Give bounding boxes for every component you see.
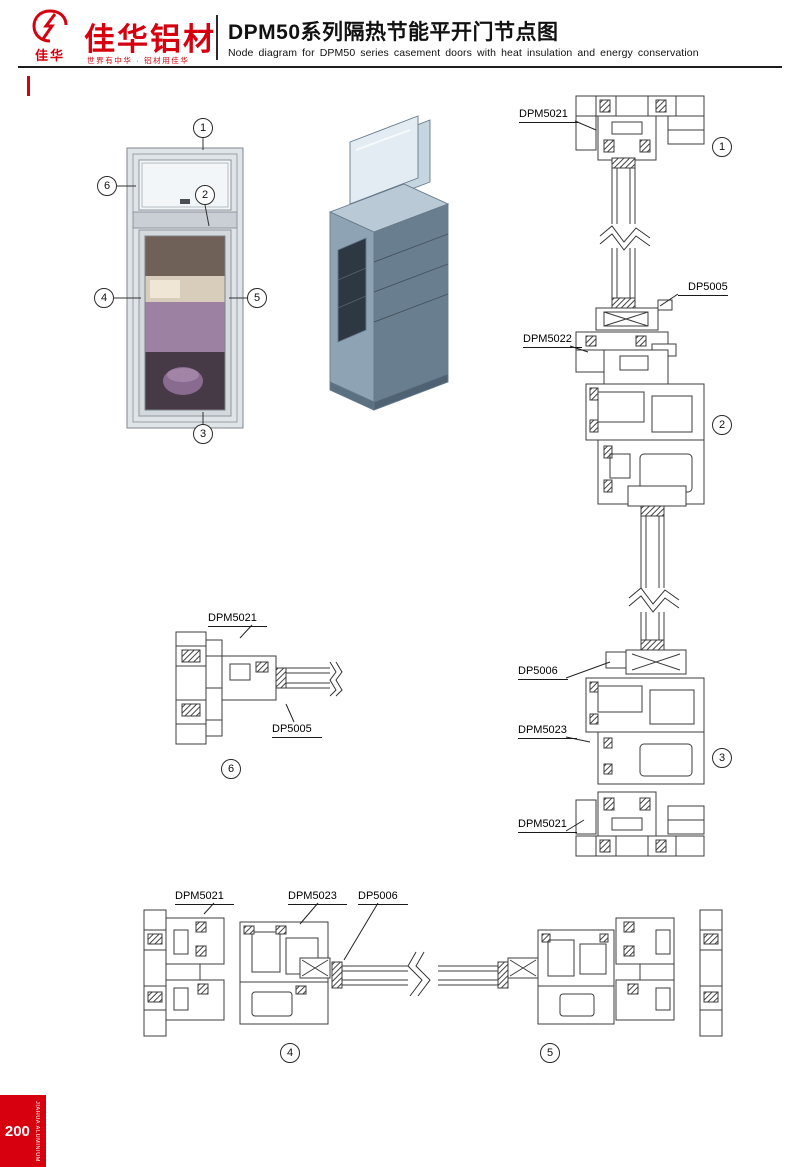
elevation-callout-4: 4 — [94, 288, 114, 308]
header-rule — [18, 66, 782, 68]
header-divider — [216, 15, 218, 60]
hsection-label-dpm5021: DPM5021 — [175, 890, 234, 905]
vsection-label-dpm5021-bottom: DPM5021 — [518, 818, 577, 833]
page-title: DPM50系列隔热节能平开门节点图 — [228, 21, 559, 44]
brand-slogan: 世界有中华 · 铝材用佳华 — [87, 56, 190, 65]
hsection-callout-4: 4 — [280, 1043, 300, 1063]
brand-logo: 佳华 — [18, 8, 82, 68]
elevation-drawing — [114, 138, 247, 429]
logo-emblem-icon — [32, 9, 68, 43]
detail-six-label-dp5005: DP5005 — [272, 723, 322, 738]
red-accent-tick — [27, 76, 30, 96]
elevation-callout-2: 2 — [195, 185, 215, 205]
footer-bar: 200 JIAHUA ALUMINIUM — [0, 1095, 46, 1167]
hsection-callout-5: 5 — [540, 1043, 560, 1063]
horizontal-section-drawing — [143, 902, 723, 1037]
vsection-callout-2: 2 — [712, 415, 732, 435]
elevation-callout-3: 3 — [193, 424, 213, 444]
footer-brand: JIAHUA ALUMINIUM — [34, 1100, 41, 1162]
page-subtitle: Node diagram for DPM50 series casement d… — [228, 47, 699, 59]
vsection-callout-1: 1 — [712, 137, 732, 157]
vsection-label-dpm5023: DPM5023 — [518, 724, 577, 739]
hsection-label-dp5006: DP5006 — [358, 890, 408, 905]
page-number: 200 — [4, 1122, 30, 1140]
vsection-label-dp5006: DP5006 — [518, 665, 568, 680]
vertical-section-drawing — [565, 95, 705, 857]
vsection-label-dpm5021-top: DPM5021 — [519, 108, 578, 123]
elevation-callout-5: 5 — [247, 288, 267, 308]
logo-text: 佳华 — [34, 48, 65, 63]
vsection-label-dpm5022: DPM5022 — [523, 333, 582, 348]
vsection-callout-3: 3 — [712, 748, 732, 768]
render-3d-drawing — [328, 115, 450, 411]
detail-six-label-dpm5021: DPM5021 — [208, 612, 267, 627]
elevation-callout-6: 6 — [97, 176, 117, 196]
vsection-label-dp5005: DP5005 — [678, 281, 728, 296]
detail-six-drawing — [175, 624, 343, 745]
hsection-label-dpm5023: DPM5023 — [288, 890, 347, 905]
detail-six-callout: 6 — [221, 759, 241, 779]
brand-name: 佳华铝材 — [84, 22, 216, 57]
elevation-callout-1: 1 — [193, 118, 213, 138]
